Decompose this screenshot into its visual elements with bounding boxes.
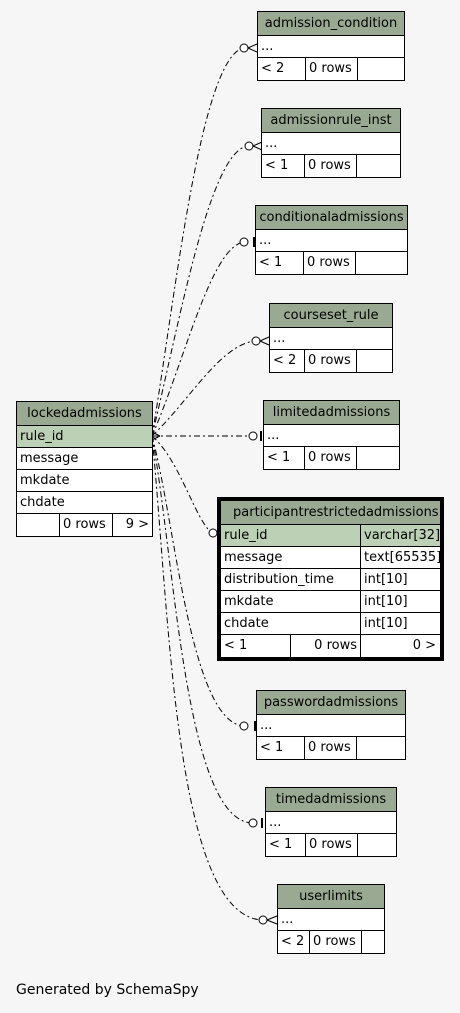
children-count: 0 > (412, 638, 436, 653)
parents-count: < 2 (258, 58, 306, 80)
column-type: int[10] (364, 616, 408, 631)
column-chdate: chdate (17, 492, 152, 514)
table-footer: < 2 0 rows (258, 58, 404, 80)
table-title: timedadmissions (266, 788, 396, 812)
column-name: message (221, 547, 361, 568)
column-name: chdate (221, 613, 361, 634)
table-title: userlimits (278, 885, 384, 909)
children-count (356, 252, 407, 274)
edge-admission-condition (151, 47, 244, 437)
parents-count (17, 514, 60, 536)
row-count: 0 rows (305, 350, 357, 372)
column-name: rule_id (221, 525, 361, 546)
column-ellipsis: ... (257, 715, 405, 737)
column-type: varchar[32] (364, 528, 440, 543)
table-footer: < 1 0 rows 0 > (221, 635, 440, 657)
parents-count: < 2 (270, 350, 305, 372)
column-rule-id: rule_id (17, 426, 152, 448)
row-count: 0 rows (304, 252, 356, 274)
column-mkdate: mkdate int[10] (221, 591, 440, 613)
column-chdate: chdate int[10] (221, 613, 440, 635)
table-footer: < 2 0 rows (270, 350, 392, 372)
column-ellipsis: ... (256, 230, 407, 252)
children-count (358, 58, 404, 80)
table-footer: < 1 0 rows (256, 252, 407, 274)
table-timedadmissions[interactable]: timedadmissions ... < 1 0 rows (265, 787, 397, 857)
table-admissionrule-inst[interactable]: admissionrule_inst ... < 1 0 rows (261, 108, 401, 178)
row-count: 0 rows (310, 931, 362, 953)
column-ellipsis: ... (278, 909, 384, 931)
table-limitedadmissions[interactable]: limitedadmissions ... < 1 0 rows (263, 400, 400, 470)
parents-count: < 1 (256, 252, 304, 274)
column-ellipsis: ... (264, 425, 399, 447)
table-userlimits[interactable]: userlimits ... < 2 0 rows (277, 884, 385, 954)
table-lockedadmissions[interactable]: lockedadmissions rule_id message mkdate … (16, 401, 153, 537)
column-distribution-time: distribution_time int[10] (221, 569, 440, 591)
column-ellipsis: ... (266, 812, 396, 834)
children-count (358, 834, 396, 856)
children-count (357, 447, 399, 469)
table-title: admissionrule_inst (262, 109, 400, 133)
table-footer: < 1 0 rows (266, 834, 396, 856)
column-ellipsis: ... (258, 36, 404, 58)
row-count: 0 rows (305, 155, 357, 177)
children-count (357, 155, 400, 177)
children-count (357, 737, 405, 759)
table-footer: < 2 0 rows (278, 931, 384, 953)
edge-courseset-rule (151, 340, 256, 437)
parents-count: < 1 (264, 447, 305, 469)
table-passwordadmissions[interactable]: passwordadmissions ... < 1 0 rows (256, 690, 406, 760)
column-name: distribution_time (221, 569, 361, 590)
table-title: conditionaladmissions (256, 206, 407, 230)
edge-admissionrule-inst (151, 145, 249, 437)
table-footer: 0 rows 9 > (17, 514, 152, 536)
table-footer: < 1 0 rows (262, 155, 400, 177)
column-type: int[10] (364, 594, 408, 609)
table-title: passwordadmissions (257, 691, 405, 715)
table-title: courseset_rule (270, 304, 392, 328)
row-count: 0 rows (305, 447, 357, 469)
column-mkdate: mkdate (17, 470, 152, 492)
parents-count: < 1 (266, 834, 306, 856)
parents-count: < 2 (278, 931, 310, 953)
parents-count: < 1 (221, 635, 291, 657)
parents-count: < 1 (262, 155, 305, 177)
column-ellipsis: ... (262, 133, 400, 155)
column-ellipsis: ... (270, 328, 392, 350)
row-count: 0 rows (60, 514, 113, 536)
row-count: 0 rows (305, 737, 357, 759)
column-type: int[10] (364, 572, 408, 587)
table-footer: < 1 0 rows (264, 447, 399, 469)
edge-conditionaladmissions (151, 241, 244, 437)
children-count: 9 > (125, 517, 149, 532)
column-message: message (17, 448, 152, 470)
table-admission-condition[interactable]: admission_condition ... < 2 0 rows (257, 11, 405, 81)
row-count: 0 rows (291, 635, 361, 657)
column-rule-id: rule_id varchar[32] (221, 525, 440, 547)
table-title: participantrestrictedadmissions (221, 501, 440, 525)
table-participantrestrictedadmissions[interactable]: participantrestrictedadmissions rule_id … (217, 497, 444, 661)
parents-count: < 1 (257, 737, 305, 759)
row-count: 0 rows (306, 834, 358, 856)
column-message: message text[65535] (221, 547, 440, 569)
column-type: text[65535] (364, 550, 440, 565)
generated-by-credit: Generated by SchemaSpy (16, 982, 199, 998)
table-title: limitedadmissions (264, 401, 399, 425)
children-count (362, 931, 384, 953)
table-courseset-rule[interactable]: courseset_rule ... < 2 0 rows (269, 303, 393, 373)
edge-participantrestricted (151, 435, 213, 534)
children-count (357, 350, 392, 372)
table-footer: < 1 0 rows (257, 737, 405, 759)
table-title: admission_condition (258, 12, 404, 36)
row-count: 0 rows (306, 58, 358, 80)
column-name: mkdate (221, 591, 361, 612)
table-title: lockedadmissions (17, 402, 152, 426)
table-conditionaladmissions[interactable]: conditionaladmissions ... < 1 0 rows (255, 205, 408, 275)
